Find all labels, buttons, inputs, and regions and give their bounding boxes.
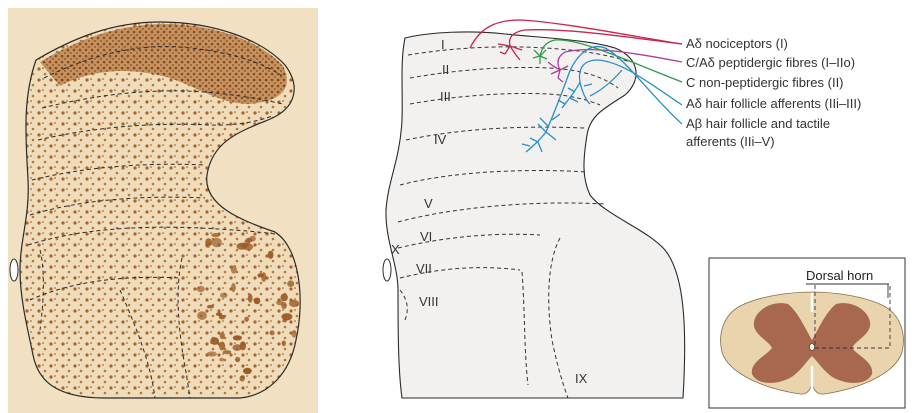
inset-central-canal xyxy=(810,344,815,351)
motor-neuron xyxy=(282,340,286,346)
motor-neuron xyxy=(257,273,264,277)
label-ab-tactile-line2: afferents (IIi–V) xyxy=(686,134,775,149)
motor-neuron xyxy=(287,280,294,287)
motor-neuron xyxy=(246,238,253,243)
motor-neuron xyxy=(211,238,222,247)
lamina-label-iv: IV xyxy=(434,132,447,147)
motor-neuron xyxy=(268,251,274,259)
lamina-label-viii: VIII xyxy=(419,294,439,309)
lamina-label-i: I xyxy=(441,37,445,52)
motor-neuron xyxy=(270,330,275,335)
motor-neuron xyxy=(207,351,217,356)
motor-neuron xyxy=(197,311,207,320)
lamina-label-x: X xyxy=(391,242,400,257)
motor-neuron xyxy=(289,300,299,307)
motor-neuron xyxy=(231,265,237,273)
label-ad-hair-follicle: Aδ hair follicle afferents (IIi–III) xyxy=(686,96,861,111)
motor-neuron xyxy=(231,283,236,292)
schematic-central-canal xyxy=(383,259,391,281)
motor-neuron xyxy=(219,342,225,351)
motor-neuron xyxy=(248,294,253,303)
label-peptidergic: C/Aδ peptidergic fibres (I–IIo) xyxy=(686,55,855,70)
motor-neuron xyxy=(233,344,242,351)
motor-neuron xyxy=(233,335,242,340)
motor-neuron xyxy=(283,318,288,323)
motor-neuron xyxy=(244,317,249,322)
central-canal xyxy=(10,259,18,281)
motor-neuron xyxy=(205,243,210,248)
motor-neuron xyxy=(281,294,288,302)
lamina-label-v: V xyxy=(424,196,433,211)
motor-neuron xyxy=(240,375,245,381)
label-ad-nociceptors: Aδ nociceptors (I) xyxy=(686,36,788,51)
motor-neuron xyxy=(220,293,228,299)
motor-neuron xyxy=(243,368,252,374)
lamina-label-vii: VII xyxy=(416,261,432,276)
label-non-peptidergic: C non-peptidergic fibres (II) xyxy=(686,75,844,90)
motor-neuron xyxy=(236,243,247,250)
lamina-label-ii: II xyxy=(442,62,449,77)
motor-neuron xyxy=(207,305,214,309)
cord-outline xyxy=(386,32,685,398)
motor-neuron xyxy=(211,233,219,237)
lamina-label-iii: III xyxy=(440,89,451,104)
lamina-label-ix: IX xyxy=(575,371,588,386)
motor-neuron xyxy=(292,330,297,338)
motor-neuron xyxy=(210,337,219,345)
afferent-labels: Aδ nociceptors (I) C/Aδ peptidergic fibr… xyxy=(686,36,861,149)
motor-neuron xyxy=(197,286,205,292)
motor-neuron xyxy=(254,298,261,305)
dorsal-horn-label: Dorsal horn xyxy=(806,268,873,283)
motor-neuron xyxy=(276,300,283,305)
spinal-cord-inset: Dorsal horn xyxy=(709,258,905,408)
label-ab-tactile-line1: Aβ hair follicle and tactile xyxy=(686,116,830,131)
motor-neuron xyxy=(219,358,224,362)
tissue-photo-panel xyxy=(8,8,318,413)
motor-neuron xyxy=(216,312,222,316)
lamina-label-vi: VI xyxy=(420,229,432,244)
motor-neuron xyxy=(220,332,225,339)
motor-neuron xyxy=(223,350,232,354)
motor-neuron xyxy=(235,357,240,363)
